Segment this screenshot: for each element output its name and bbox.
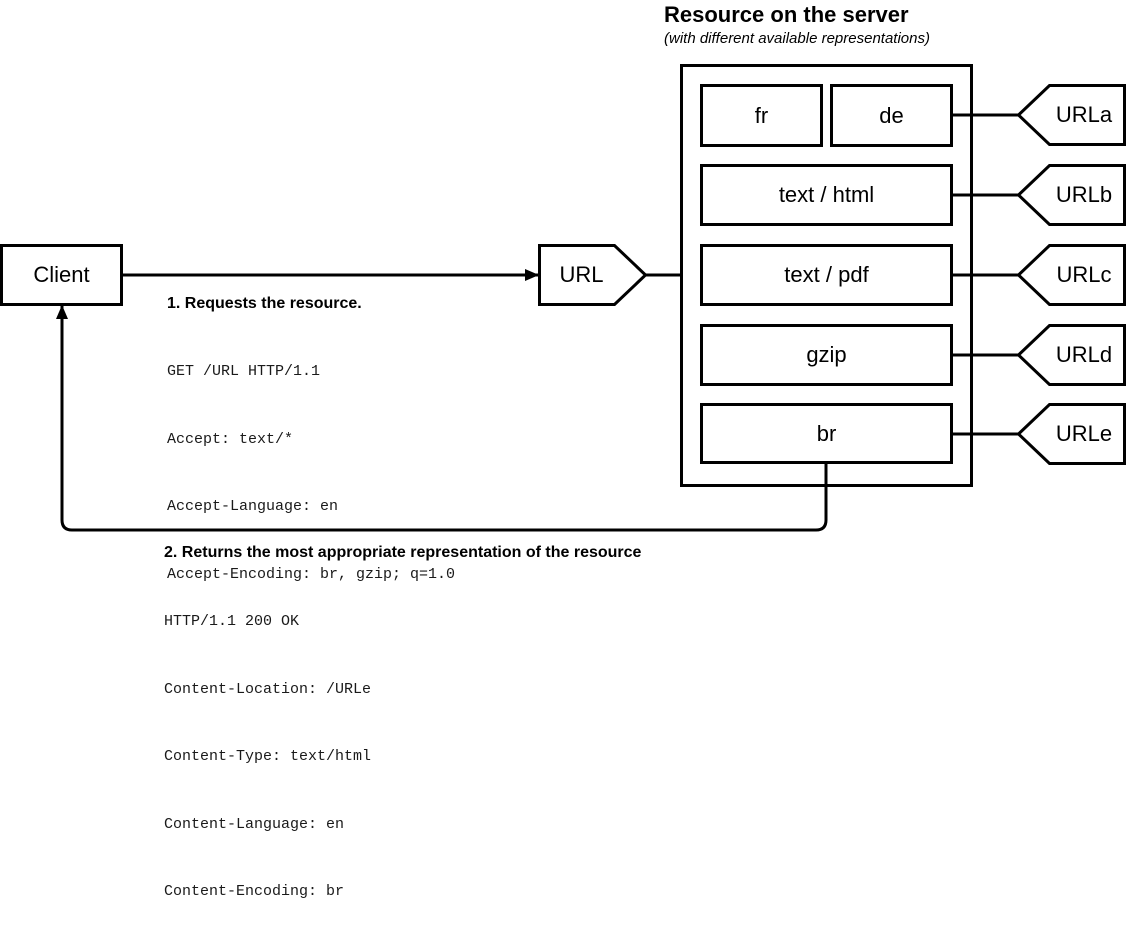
representation-html-label: text / html <box>778 182 875 207</box>
representation-fr-label: fr <box>754 102 769 128</box>
representation-gzip-label: gzip <box>806 342 847 367</box>
request-header-accept: Accept: text/* <box>167 430 294 448</box>
url-tag-a-shape <box>1016 84 1126 146</box>
entry-url-shape <box>538 244 648 306</box>
url-tag-e-shape <box>1016 403 1126 465</box>
server-subtitle: (with different available representation… <box>664 30 930 47</box>
representation-pdf-label: text / pdf <box>784 262 869 287</box>
url-tag-d-shape <box>1016 324 1126 386</box>
url-tag-c-label: URLc <box>1056 262 1112 287</box>
client-label: Client <box>33 262 90 287</box>
url-tag-c-shape <box>1016 244 1126 306</box>
url-tag-e-label: URLe <box>1055 421 1113 446</box>
url-tag-b-label: URLb <box>1055 182 1113 207</box>
response-header-content-encoding: Content-Encoding: br <box>164 883 345 900</box>
url-tag-d-label: URLd <box>1055 342 1113 367</box>
client-box <box>0 244 123 306</box>
response-status-line: HTTP/1.1 200 OK <box>164 613 300 630</box>
url-tag-b-shape <box>1016 164 1126 226</box>
representation-html-box <box>700 164 953 226</box>
representation-gzip-box <box>700 324 953 386</box>
entry-url-label: URL <box>559 262 604 287</box>
response-arrow <box>56 305 828 532</box>
request-line: GET /URL HTTP/1.1 <box>167 363 321 380</box>
response-header-content-type: Content-Type: text/html <box>164 748 372 765</box>
request-title: 1. Requests the resource. <box>167 295 362 312</box>
server-title: Resource on the server <box>664 2 909 27</box>
url-tag-a-label: URLa <box>1055 102 1113 127</box>
diagram-canvas <box>0 64 1126 532</box>
representation-de-box <box>830 84 953 147</box>
response-title: 2. Returns the most appropriate represen… <box>164 544 642 561</box>
request-header-accept-language: Accept-Language: en <box>167 498 339 515</box>
representation-fr-box <box>700 84 823 147</box>
response-headers: HTTP/1.1 200 OK Content-Location: /URLe … <box>164 566 371 926</box>
representation-de-label: de <box>879 102 904 128</box>
representation-br-box <box>700 403 953 464</box>
representation-pdf-box <box>700 244 953 306</box>
request-header-accept-encoding: Accept-Encoding: br, gzip; q=1.0 <box>167 565 456 583</box>
request-headers: GET /URL HTTP/1.1 Accept: text/* Accept-… <box>167 316 455 609</box>
response-header-content-language: Content-Language: en <box>164 815 345 833</box>
response-header-content-location: Content-Location: /URLe <box>164 680 372 698</box>
representation-br-label: br <box>816 420 837 446</box>
